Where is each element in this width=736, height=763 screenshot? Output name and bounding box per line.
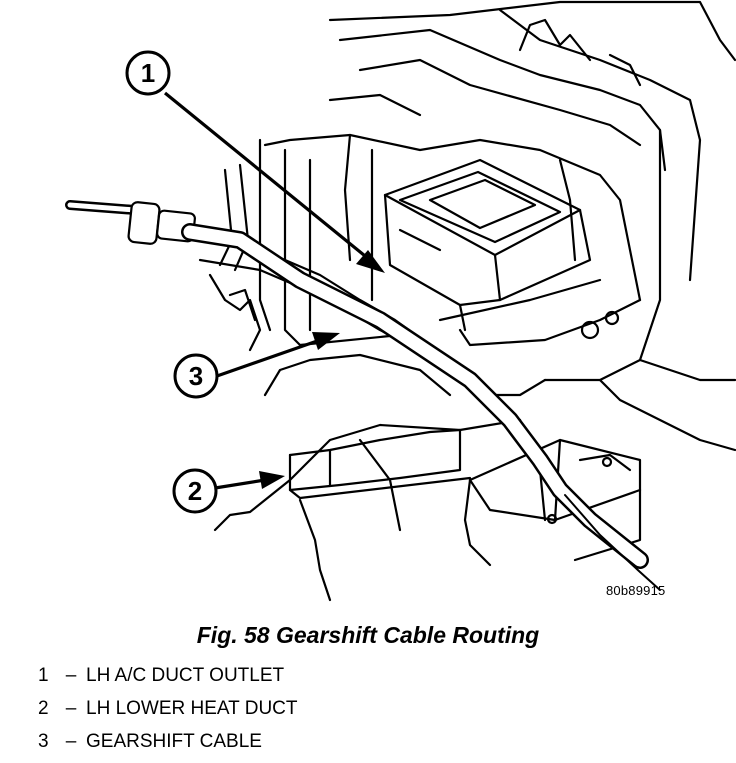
legend-item-number: 3: [38, 731, 49, 752]
legend-item-dash: –: [65, 731, 77, 752]
callout-3-number: 3: [189, 361, 203, 391]
callout-1-number: 1: [141, 58, 155, 88]
lh-lower-heat-duct: [288, 428, 472, 500]
leader-arrows: [163, 91, 385, 490]
figure-id: 80b89915: [606, 583, 666, 598]
callout-2: 2: [172, 468, 218, 514]
legend-item-label: LH A/C DUCT OUTLET: [86, 665, 285, 686]
callout-2-number: 2: [188, 476, 202, 506]
legend-item: 2–LH LOWER HEAT DUCT: [38, 697, 298, 730]
legend-item-dash: –: [65, 698, 77, 719]
hvac-housing: [258, 133, 642, 347]
instrument-panel-frame: [328, 0, 736, 452]
legend-item-label: GEARSHIFT CABLE: [86, 731, 262, 752]
legend-item: 3–GEARSHIFT CABLE: [38, 730, 298, 763]
lh-ac-duct-outlet: [383, 158, 592, 332]
callout-3: 3: [173, 353, 219, 399]
legend-item-number: 2: [38, 698, 49, 719]
figure-caption: Fig. 58 Gearshift Cable Routing: [196, 622, 540, 648]
gearshift-cable: [65, 200, 661, 591]
legend-item-label: LH LOWER HEAT DUCT: [86, 698, 298, 719]
gearshift-cable-routing-illustration: 1 3 2: [65, 0, 736, 602]
callout-1: 1: [125, 50, 171, 96]
legend-item-number: 1: [38, 665, 49, 686]
legend-item-dash: –: [65, 665, 77, 686]
legend-item: 1–LH A/C DUCT OUTLET: [38, 664, 298, 697]
legend: 1–LH A/C DUCT OUTLET 2–LH LOWER HEAT DUC…: [38, 664, 298, 763]
